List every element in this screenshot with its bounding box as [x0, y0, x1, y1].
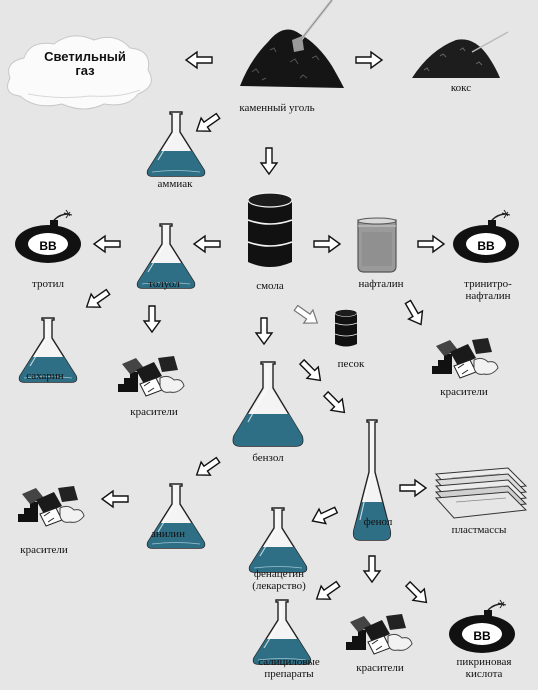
label-ammiak: аммиак [157, 178, 193, 190]
arrow-tar-to-benzene [255, 317, 273, 345]
label-pikrinovaya: пикриновая кислота [456, 656, 512, 680]
arrow-coal-to-coke [355, 51, 383, 69]
arrow-coal-to-tar [260, 147, 278, 175]
bomb-trotil [14, 209, 82, 264]
arrow-toluene-to-saccharin [81, 284, 114, 315]
plastics-stack-illustration [434, 467, 528, 519]
arrow-toluene-to-tnt [93, 235, 121, 253]
coal-pile-illustration [240, 0, 344, 88]
arrows [81, 51, 445, 609]
label-svetilny-gaz: Светильный газ [44, 49, 126, 78]
beaker-naphthalene [357, 217, 397, 273]
flask-phenacetin [248, 507, 308, 573]
flask-salicylic [252, 599, 312, 665]
dyes-pile-4 [345, 613, 413, 655]
arrow-coal-to-gas [185, 51, 213, 69]
label-anilin: анилин [151, 528, 185, 540]
label-kamenny-ugol: каменный уголь [239, 102, 315, 114]
arrow-naphthalene-to-tnn [417, 235, 445, 253]
label-krasiteli-4: красители [356, 662, 404, 674]
arrow-tar-to-toluene [193, 235, 221, 253]
label-trotil: тротил [32, 278, 64, 290]
label-toluol: толуол [148, 278, 180, 290]
arrow-benzene-to-phenol [319, 387, 351, 419]
dyes-pile-2 [431, 337, 499, 379]
label-salicilovye: салициловые препараты [258, 656, 320, 680]
label-saharin: сахарин [26, 370, 64, 382]
bomb-pikrinovaya [448, 599, 516, 654]
barrel-sand [334, 309, 358, 347]
label-trinitronaftalin: тринитро- нафталин [464, 278, 512, 302]
arrow-tar-to-sand [293, 304, 319, 324]
label-krasiteli-1: красители [130, 406, 178, 418]
bomb-trinitronaftalin [452, 209, 520, 264]
cloud-illustration [7, 35, 152, 110]
label-benzol: бензол [252, 452, 284, 464]
arrow-phenol-to-phenacetin [308, 502, 341, 529]
coke-pile-illustration [412, 31, 509, 78]
arrow-phenol-to-picric [401, 577, 433, 609]
bomb-label-2: ВВ [477, 239, 495, 253]
arrow-phenol-to-plastics [399, 479, 427, 497]
label-fenol: фенол [363, 516, 393, 528]
flask-benzene [232, 361, 304, 447]
arrow-phenol-down [363, 555, 381, 583]
arrow-naphthalene-to-dyes [400, 297, 429, 330]
arrow-aniline-to-dyes [101, 490, 129, 508]
arrow-chain-1 [295, 355, 327, 387]
label-smola: смола [256, 280, 284, 292]
barrel-tar [247, 192, 293, 268]
flask-ammonia [146, 111, 206, 177]
arrow-benzene-to-aniline [191, 452, 224, 483]
label-krasiteli-3: красители [20, 544, 68, 556]
label-pesok: песок [337, 358, 365, 370]
dyes-pile-3 [17, 485, 85, 527]
bomb-label-3: ВВ [473, 629, 491, 643]
dyes-pile-1 [117, 355, 185, 397]
bomb-label-1: ВВ [39, 239, 57, 253]
arrow-toluene-to-dyes [143, 305, 161, 333]
arrow-tar-to-naphthalene [313, 235, 341, 253]
label-naftalin: нафталин [358, 278, 404, 290]
label-fenacetin: фенацетин (лекарство) [252, 568, 306, 592]
label-krasiteli-2: красители [440, 386, 488, 398]
arrow-coal-to-ammonia [191, 108, 224, 139]
label-plastmassy: пластмассы [451, 524, 507, 536]
label-koks: кокс [450, 82, 472, 94]
